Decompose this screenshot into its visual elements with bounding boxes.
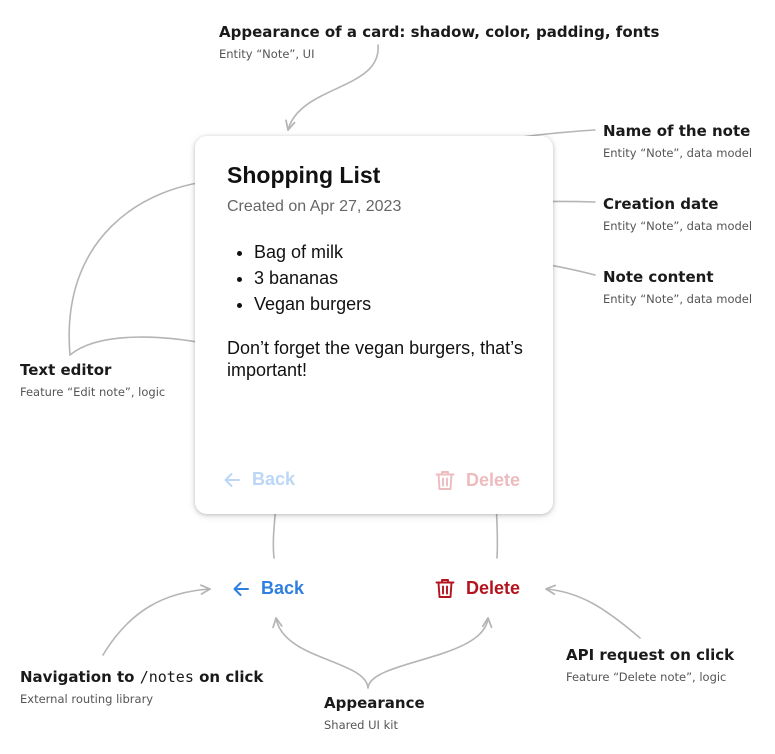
annotation-creation-date: Creation date Entity “Note”, data model (603, 194, 752, 234)
annotation-note-name: Name of the note Entity “Note”, data mod… (603, 121, 752, 161)
arrow-api-request (545, 584, 641, 639)
arrow-left-icon (224, 472, 240, 487)
delete-label: Delete (466, 469, 521, 490)
annotation-title: Creation date (603, 195, 719, 213)
note-title: Shopping List (227, 162, 381, 188)
card-delete-button[interactable]: Delete (434, 469, 520, 491)
annotation-title: Text editor (20, 361, 112, 379)
trash-icon (435, 579, 455, 598)
arrow-card-appearance (285, 44, 379, 131)
annotation-title: Navigation to /notes on click (20, 667, 263, 687)
list-item: Bag of milk (254, 239, 371, 265)
trash-icon (435, 471, 455, 490)
arrow-appearance-to-back (272, 617, 369, 689)
annotation-title: Appearance (324, 694, 425, 712)
annotation-api-request: API request on click Feature “Delete not… (566, 645, 734, 685)
arrow-appearance-to-delete (367, 617, 493, 689)
annotation-subtitle: External routing library (20, 692, 154, 706)
annotation-subtitle: Entity “Note”, data model (603, 219, 753, 233)
annotation-appearance: Appearance Shared UI kit (324, 693, 425, 733)
annotation-title: Name of the note (603, 122, 751, 140)
note-text[interactable]: Don’t forget the vegan burgers, that’s i… (227, 338, 523, 380)
list-item: 3 bananas (254, 265, 371, 291)
annotation-subtitle: Shared UI kit (324, 718, 398, 732)
annotation-note-content: Note content Entity “Note”, data model (603, 267, 752, 307)
back-button[interactable]: Back (231, 578, 304, 599)
delete-button[interactable]: Delete (434, 577, 520, 599)
annotation-text-editor: Text editor Feature “Edit note”, logic (20, 360, 165, 400)
annotation-title: API request on click (566, 646, 735, 664)
annotation-title: Appearance of a card: shadow, color, pad… (219, 23, 660, 41)
back-label: Back (252, 469, 296, 489)
arrow-text-editor-to-title (68, 175, 223, 356)
annotation-title-suffix: on click (199, 668, 264, 686)
annotation-subtitle: Feature “Delete note”, logic (566, 670, 727, 684)
annotation-title-prefix: Navigation to (20, 668, 135, 686)
list-item: Vegan burgers (254, 291, 371, 317)
back-label: Back (261, 578, 305, 598)
annotation-subtitle: Entity “Note”, UI (219, 47, 315, 61)
annotation-subtitle: Entity “Note”, data model (603, 146, 753, 160)
annotation-subtitle: Entity “Note”, data model (603, 292, 753, 306)
annotation-subtitle: Feature “Edit note”, logic (20, 385, 166, 399)
annotation-card-appearance: Appearance of a card: shadow, color, pad… (219, 22, 659, 62)
delete-label: Delete (466, 577, 521, 598)
arrow-navigation (102, 584, 211, 656)
note-card: Shopping List Created on Apr 27, 2023 Ba… (195, 136, 553, 514)
annotation-navigation: Navigation to /notes on click External r… (20, 667, 263, 707)
arrow-left-icon (233, 581, 249, 596)
route-code: /notes (139, 668, 194, 686)
annotation-title: Note content (603, 268, 714, 286)
note-creation-date: Created on Apr 27, 2023 (227, 198, 402, 215)
note-content-list: Bag of milk 3 bananas Vegan burgers (227, 239, 371, 317)
card-back-button[interactable]: Back (222, 469, 295, 490)
